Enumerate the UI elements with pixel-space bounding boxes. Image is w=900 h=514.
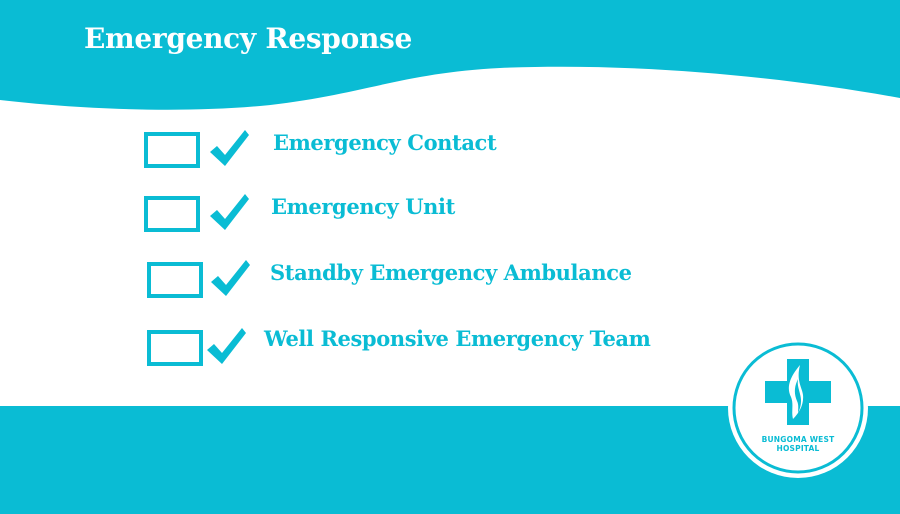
checklist-item-emergency-unit: Emergency Unit [144,192,544,238]
checkbox[interactable] [147,330,203,366]
checkbox[interactable] [144,132,200,168]
checkmark-icon [210,130,249,166]
checkbox[interactable] [144,196,200,232]
logo-name-line2: HOSPITAL [776,444,820,453]
checkmark-icon [211,260,250,296]
checkmark-icon [210,194,249,230]
logo-name-line1: BUNGOMA WEST [761,435,835,444]
checklist-item-responsive-team: Well Responsive Emergency Team [147,326,687,372]
header-wave-background [0,0,900,110]
page-title: Emergency Response [84,22,412,55]
checkmark-icon [207,328,246,364]
checklist-item-standby-ambulance: Standby Emergency Ambulance [147,258,667,304]
checklist-item-label: Emergency Contact [273,130,497,155]
checklist-item-label: Well Responsive Emergency Team [264,326,651,351]
checklist-item-emergency-contact: Emergency Contact [144,128,544,174]
checkbox[interactable] [147,262,203,298]
checklist-item-label: Standby Emergency Ambulance [270,260,632,285]
medical-cross-flame-icon [765,359,831,425]
hospital-logo: BUNGOMA WEST HOSPITAL [727,337,869,479]
checklist-item-label: Emergency Unit [271,194,455,219]
